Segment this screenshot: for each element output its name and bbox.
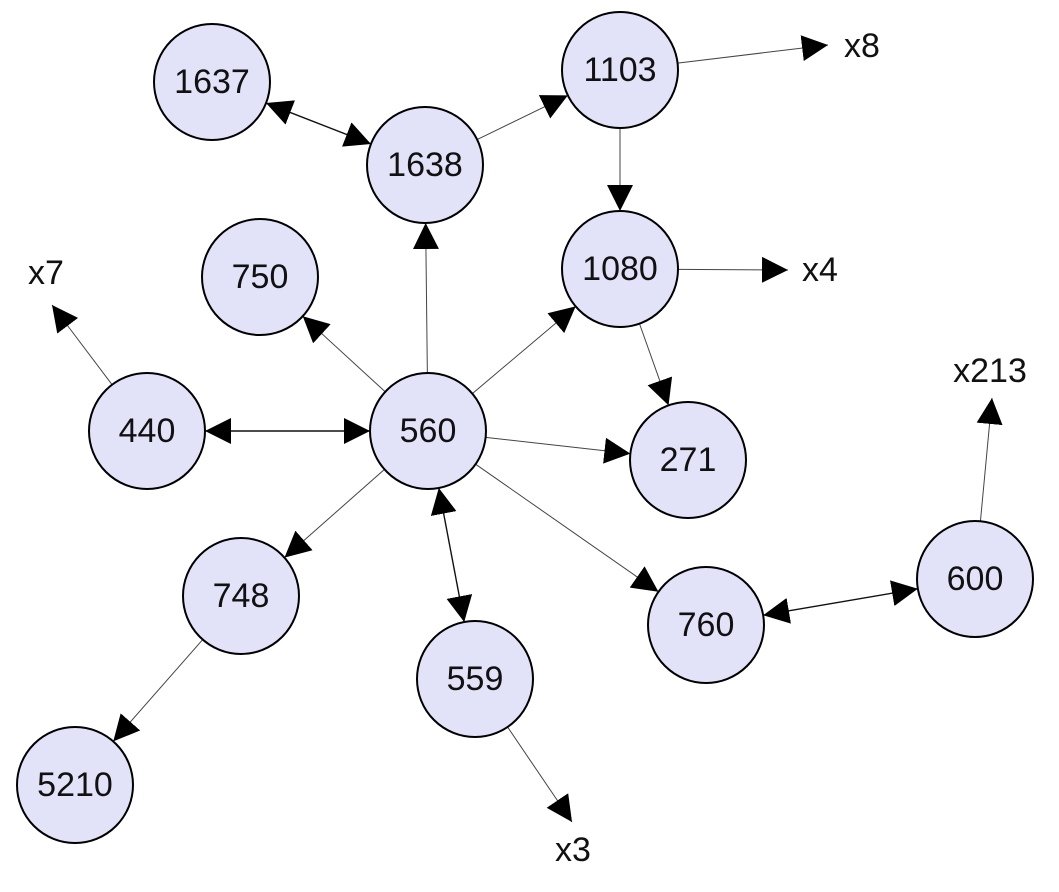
node-label: 440 [119, 412, 176, 450]
edge-1080-271 [638, 323, 673, 406]
edge-1080-x4 [677, 256, 789, 283]
external-label-x3: x3 [555, 831, 591, 869]
edge-559-x3 [507, 726, 573, 823]
external-label-x213: x213 [953, 352, 1027, 390]
edge-760-600 [763, 580, 918, 624]
edge-560-750 [302, 315, 386, 393]
node-circle [629, 401, 747, 519]
external-label-x8: x8 [844, 27, 880, 65]
node-760[interactable]: 760 [647, 566, 765, 684]
node-circle [366, 106, 484, 224]
node-circle [16, 726, 134, 844]
edge-560-760 [475, 463, 659, 593]
edge-560-1638 [412, 222, 439, 374]
edge-560-1080 [472, 306, 576, 394]
node-440[interactable]: 440 [88, 372, 206, 490]
edge-600-x213 [976, 397, 1003, 522]
node-circle [416, 620, 534, 738]
external-label-x4: x4 [802, 251, 838, 289]
node-circle [369, 372, 487, 490]
node-560[interactable]: 560 [369, 372, 487, 490]
edge-560-271 [485, 436, 631, 464]
node-label: 1638 [387, 146, 463, 184]
edges-layer [51, 35, 1003, 823]
node-271[interactable]: 271 [629, 401, 747, 519]
node-label: 560 [400, 412, 457, 450]
node-label: 1080 [582, 250, 658, 288]
node-5210[interactable]: 5210 [16, 726, 134, 844]
edge-1637-1638 [265, 100, 372, 147]
edge-560-748 [284, 468, 385, 559]
node-600[interactable]: 600 [916, 520, 1034, 638]
node-circle [88, 372, 206, 490]
node-circle [561, 210, 679, 328]
node-circle [916, 520, 1034, 638]
node-750[interactable]: 750 [201, 218, 319, 336]
edge-440-x7 [51, 304, 113, 385]
node-label: 559 [447, 660, 504, 698]
edge-560-559 [430, 487, 473, 623]
node-label: 760 [678, 606, 735, 644]
node-circle [561, 11, 679, 129]
external-labels-layer: x8 x4 x7 x213 x3 [28, 27, 1027, 869]
node-circle [153, 23, 271, 141]
node-circle [182, 537, 300, 655]
node-1080[interactable]: 1080 [561, 210, 679, 328]
node-1103[interactable]: 1103 [561, 11, 679, 129]
edge-1103-x8 [677, 35, 829, 64]
node-label: 748 [213, 577, 270, 615]
node-label: 1103 [583, 51, 656, 89]
node-1638[interactable]: 1638 [366, 106, 484, 224]
node-circle [201, 218, 319, 336]
node-1637[interactable]: 1637 [153, 23, 271, 141]
nodes-layer: 1637 1638 1103 1080 750 440 560 271 748 559 760 600… [16, 11, 1034, 844]
node-label: 1637 [174, 63, 250, 101]
edge-748-5210 [112, 639, 204, 742]
external-label-x7: x7 [28, 254, 64, 292]
node-label: 600 [947, 560, 1004, 598]
node-label: 271 [660, 441, 717, 479]
edge-1638-1103 [476, 94, 569, 141]
node-559[interactable]: 559 [416, 620, 534, 738]
node-circle [647, 566, 765, 684]
node-label: 5210 [37, 766, 113, 804]
node-label: 750 [232, 258, 289, 296]
node-748[interactable]: 748 [182, 537, 300, 655]
